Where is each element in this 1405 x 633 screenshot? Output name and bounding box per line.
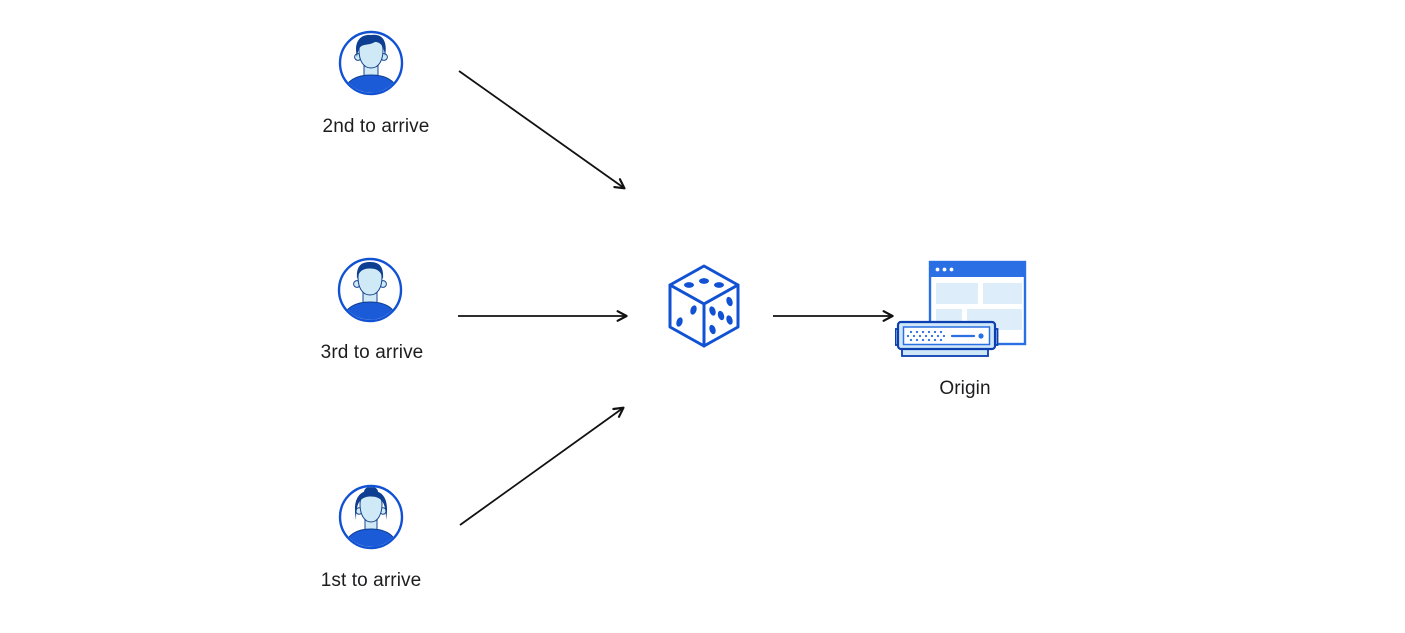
user-male-short-hair-avatar-icon [337,257,403,323]
origin-server-icon [894,260,1027,357]
dice-icon [668,264,740,348]
browser-window-icon [928,260,1027,346]
dice-pips [676,278,733,335]
server-vent-dots [906,330,946,342]
user-node-1st-label: 1st to arrive [320,570,422,591]
arrow-user1st-to-dice [459,406,625,526]
user-node-1st [338,484,404,550]
user-female-avatar-icon [338,484,404,550]
user-male-avatar-icon [338,30,404,96]
user-node-2nd [338,30,404,96]
user-node-2nd-label: 2nd to arrive [322,116,430,137]
selector-node [665,263,743,349]
user-node-3rd-label: 3rd to arrive [320,342,424,363]
user-node-3rd [337,257,403,323]
server-appliance-icon [894,320,999,357]
origin-node-label: Origin [939,378,991,399]
origin-node [894,256,1029,362]
